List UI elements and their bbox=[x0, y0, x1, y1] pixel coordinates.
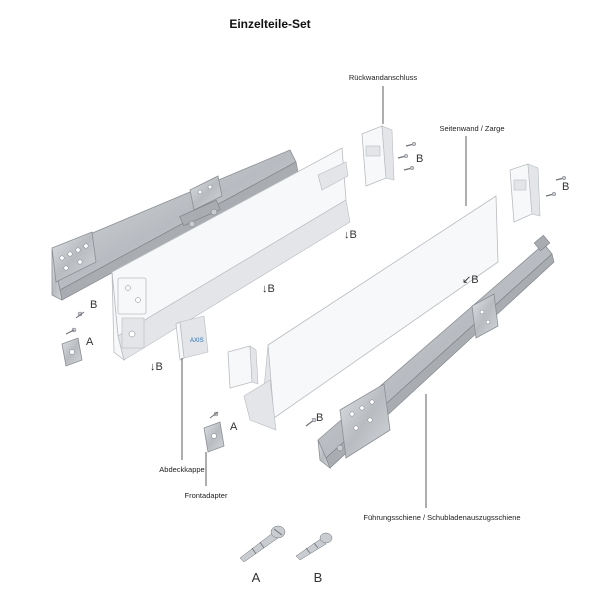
letter-b-right-side: ↙B bbox=[462, 274, 479, 286]
letter-b-left-bottom: ↓B bbox=[150, 361, 163, 373]
cover-cap-center bbox=[227, 345, 259, 389]
screw-b bbox=[295, 532, 333, 561]
rear-panel-connector-right bbox=[509, 163, 567, 223]
screw-a bbox=[239, 525, 286, 563]
screw-b-label: B bbox=[314, 570, 323, 585]
label-abdeckkappe: Abdeckkappe bbox=[159, 465, 204, 474]
front-adapter-center bbox=[203, 411, 225, 453]
letter-b-left-lower: ↓B bbox=[262, 283, 275, 295]
right-side-wall bbox=[243, 195, 499, 431]
cap-logo: AXIS bbox=[190, 338, 204, 344]
letter-b-top: B bbox=[416, 153, 423, 165]
letter-a-center: A bbox=[230, 421, 238, 433]
panel-screw bbox=[305, 417, 317, 427]
screw-a-label: A bbox=[252, 570, 261, 585]
front-adapter-left bbox=[61, 311, 85, 367]
rear-panel-connector-center bbox=[361, 125, 417, 187]
letter-a-left: A bbox=[86, 336, 94, 348]
right-guide-rail bbox=[317, 234, 555, 470]
diagram-title: Einzelteile-Set bbox=[229, 17, 310, 31]
label-seitenwand: Seitenwand / Zarge bbox=[439, 124, 504, 133]
letter-b-left-side: ↓B bbox=[344, 229, 357, 241]
letter-b-right: B bbox=[562, 181, 569, 193]
left-drawer-runner bbox=[51, 149, 299, 301]
cover-cap: AXIS bbox=[175, 315, 209, 361]
label-rueckwandanschluss: Rückwandanschluss bbox=[349, 73, 418, 82]
letter-b-left-rail: B bbox=[90, 299, 97, 311]
left-side-wall bbox=[111, 147, 351, 362]
label-fuehrungsschiene: Führungsschiene / Schubladenauszugsschie… bbox=[363, 513, 520, 522]
label-frontadapter: Frontadapter bbox=[185, 491, 228, 500]
letter-b-center: B bbox=[316, 412, 323, 424]
